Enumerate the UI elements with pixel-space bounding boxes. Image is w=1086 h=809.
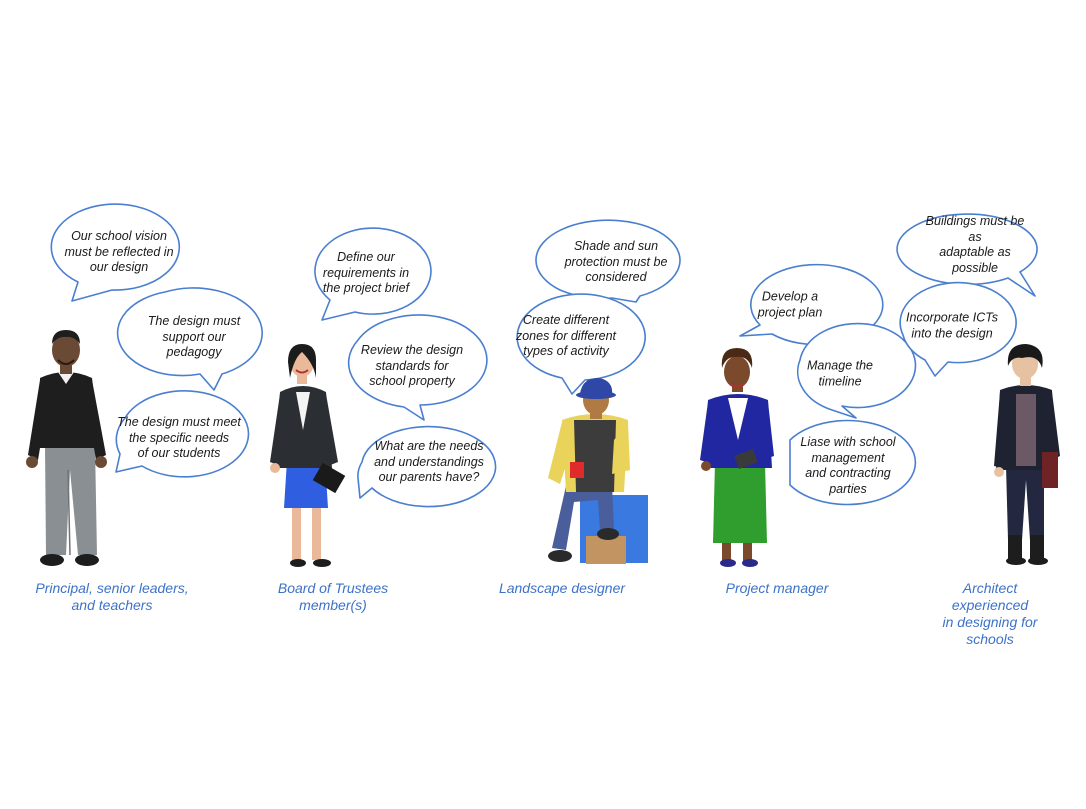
bubble-text-manager-liase: Liase with school management and contrac… xyxy=(800,435,896,496)
bubble-text-principal-needs: The design must meet the specific needs … xyxy=(117,414,241,460)
architect-figure xyxy=(994,344,1060,565)
bubble-landscape-1 xyxy=(535,219,681,303)
principal-figure xyxy=(26,330,107,566)
bubble-architect-1 xyxy=(896,213,1038,297)
bubble-principal-3 xyxy=(115,390,250,478)
caption-trustee: Board of Trustees member(s) xyxy=(277,580,389,613)
caption-manager: Project manager xyxy=(725,580,829,596)
bubble-text-landscape-zones: Create different zones for different typ… xyxy=(515,312,617,358)
bubble-trustee-3 xyxy=(357,425,497,508)
bubble-text-trustee-standards: Review the design standards for school p… xyxy=(360,342,464,388)
bubble-manager-3 xyxy=(789,419,917,506)
bubble-text-trustee-brief: Define our requirements in the project b… xyxy=(322,249,410,295)
caption-architect: Architect experienced in designing for s… xyxy=(942,580,1038,647)
bubble-principal-1 xyxy=(50,203,181,302)
manager-figure xyxy=(700,348,774,567)
bubble-trustee-1 xyxy=(314,227,432,321)
bubble-text-trustee-parents: What are the needs and understandings ou… xyxy=(374,438,484,484)
bubble-text-architect-icts: Incorporate ICTs into the design xyxy=(906,310,998,341)
bubble-architect-2 xyxy=(899,281,1017,377)
bubble-text-manager-timeline: Manage the timeline xyxy=(806,358,874,389)
caption-landscape: Landscape designer xyxy=(498,580,626,596)
landscape-figure xyxy=(548,378,648,564)
bubble-trustee-2 xyxy=(347,314,488,421)
bubble-text-principal-pedagogy: The design must support our pedagogy xyxy=(147,313,241,359)
bubble-manager-2 xyxy=(796,322,917,419)
bubble-principal-2 xyxy=(116,287,263,391)
caption-principal: Principal, senior leaders, and teachers xyxy=(35,580,189,613)
bubble-text-manager-plan: Develop a project plan xyxy=(757,289,823,320)
bubble-text-architect-adaptable: Buildings must be as adaptable as possib… xyxy=(925,214,1025,275)
trustee-figure xyxy=(270,344,346,567)
bubble-text-landscape-shade: Shade and sun protection must be conside… xyxy=(564,238,668,284)
bubble-text-principal-vision: Our school vision must be reflected in o… xyxy=(64,228,174,274)
